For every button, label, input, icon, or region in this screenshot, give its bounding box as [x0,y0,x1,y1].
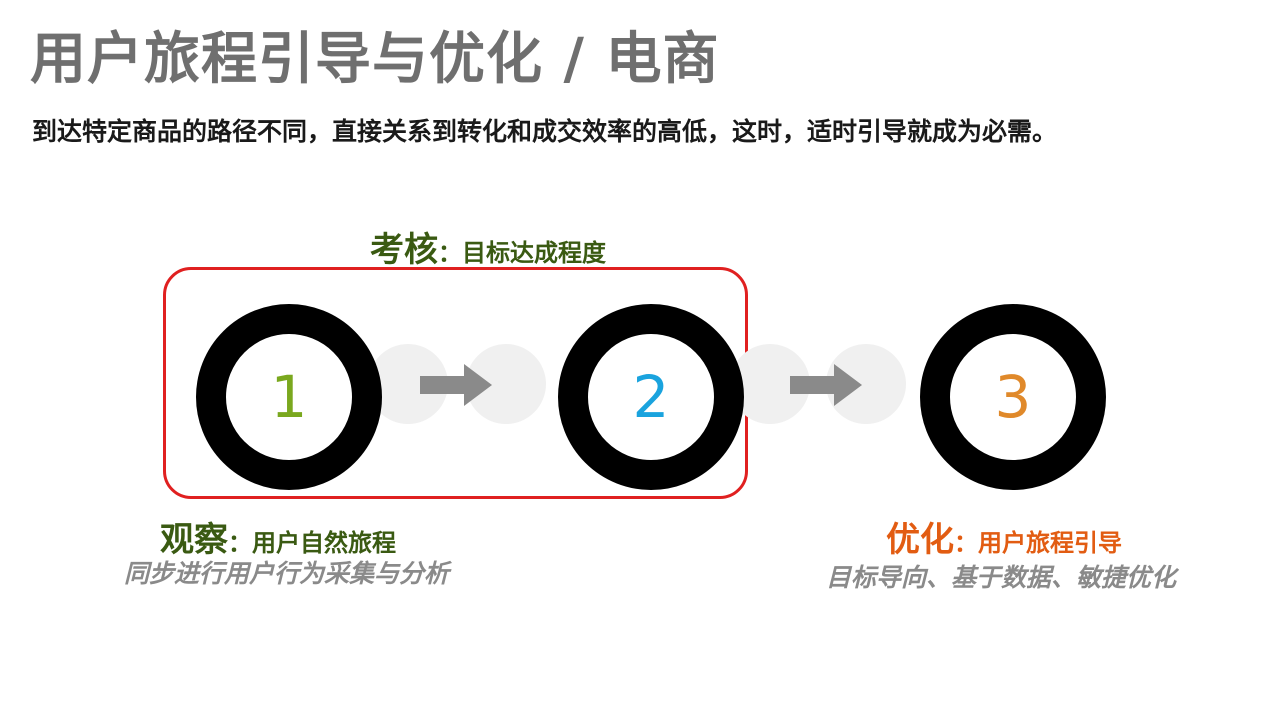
arrow-right-icon [790,364,862,406]
observe-label: 观察：用户自然旅程 [160,512,396,561]
arrow-right-icon [420,364,492,406]
assessment-text: ：目标达成程度 [438,239,606,267]
step-3-number: 3 [994,363,1032,431]
observe-text: ：用户自然旅程 [228,529,396,557]
assessment-label: 考核：目标达成程度 [370,222,606,271]
step-1-circle: 1 [196,304,382,490]
page-title: 用户旅程引导与优化 / 电商 [30,27,720,92]
step-1-number: 1 [270,363,308,431]
assessment-heading: 考核 [370,230,438,270]
step-2-number: 2 [632,363,670,431]
observe-heading: 观察 [160,520,228,560]
observe-description: 同步进行用户行为采集与分析 [124,559,450,588]
page-subtitle: 到达特定商品的路径不同，直接关系到转化和成交效率的高低，这时，适时引导就成为必需… [32,117,1058,146]
optimize-text: ：用户旅程引导 [954,529,1122,557]
step-3-circle: 3 [920,304,1106,490]
optimize-label: 优化：用户旅程引导 [886,512,1122,561]
optimize-description: 目标导向、基于数据、敏捷优化 [826,563,1177,592]
step-2-circle: 2 [558,304,744,490]
optimize-heading: 优化 [886,520,954,560]
